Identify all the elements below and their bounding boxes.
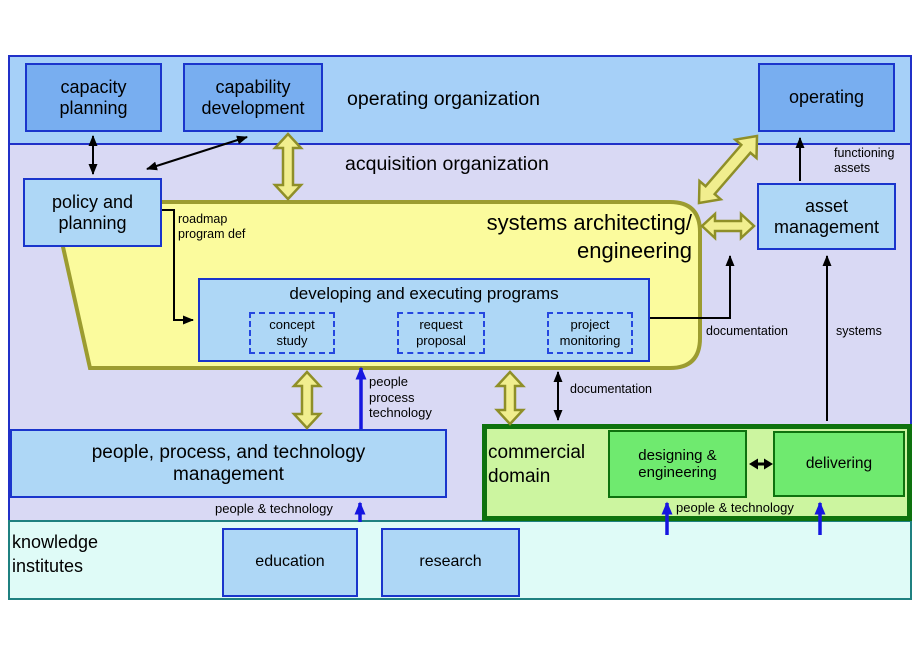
research-box: research bbox=[381, 528, 520, 597]
developing-executing-programs-title: developing and executing programs bbox=[289, 284, 559, 303]
capability-development-box: capability development bbox=[183, 63, 323, 132]
roadmap-program-def-label: roadmap program def bbox=[178, 212, 246, 241]
concept-study-box: concept study bbox=[249, 312, 335, 354]
people-technology-label-left: people & technology bbox=[215, 501, 333, 516]
education-box: education bbox=[222, 528, 358, 597]
developing-executing-programs-box: developing and executing programs concep… bbox=[198, 278, 650, 362]
asset-management-box: asset management bbox=[757, 183, 896, 250]
documentation-label-mid: documentation bbox=[570, 382, 653, 396]
designing-engineering-box: designing & engineering bbox=[608, 430, 747, 498]
acquisition-organization-label: acquisition organization bbox=[345, 153, 549, 175]
request-proposal-box: request proposal bbox=[397, 312, 485, 354]
people-technology-label-commercial: people & technology bbox=[676, 500, 794, 515]
knowledge-institutes-label: knowledge institutes bbox=[12, 532, 99, 576]
systems-architecting-title: systems architecting/ engineering bbox=[486, 210, 692, 263]
capacity-planning-box: capacity planning bbox=[25, 63, 162, 132]
documentation-label-right: documentation bbox=[706, 324, 789, 338]
project-monitoring-box: project monitoring bbox=[547, 312, 633, 354]
people-process-technology-management-box: people, process, and technology manageme… bbox=[10, 429, 447, 498]
systems-label: systems bbox=[836, 324, 882, 338]
functioning-assets-label: functioning assets bbox=[834, 146, 895, 175]
policy-and-planning-box: policy and planning bbox=[23, 178, 162, 247]
people-process-technology-label: people process technology bbox=[369, 374, 432, 420]
commercial-domain-label: commercial domain bbox=[488, 442, 586, 487]
operating-organization-label: operating organization bbox=[347, 88, 540, 110]
operating-box: operating bbox=[758, 63, 895, 132]
delivering-box: delivering bbox=[773, 431, 905, 497]
